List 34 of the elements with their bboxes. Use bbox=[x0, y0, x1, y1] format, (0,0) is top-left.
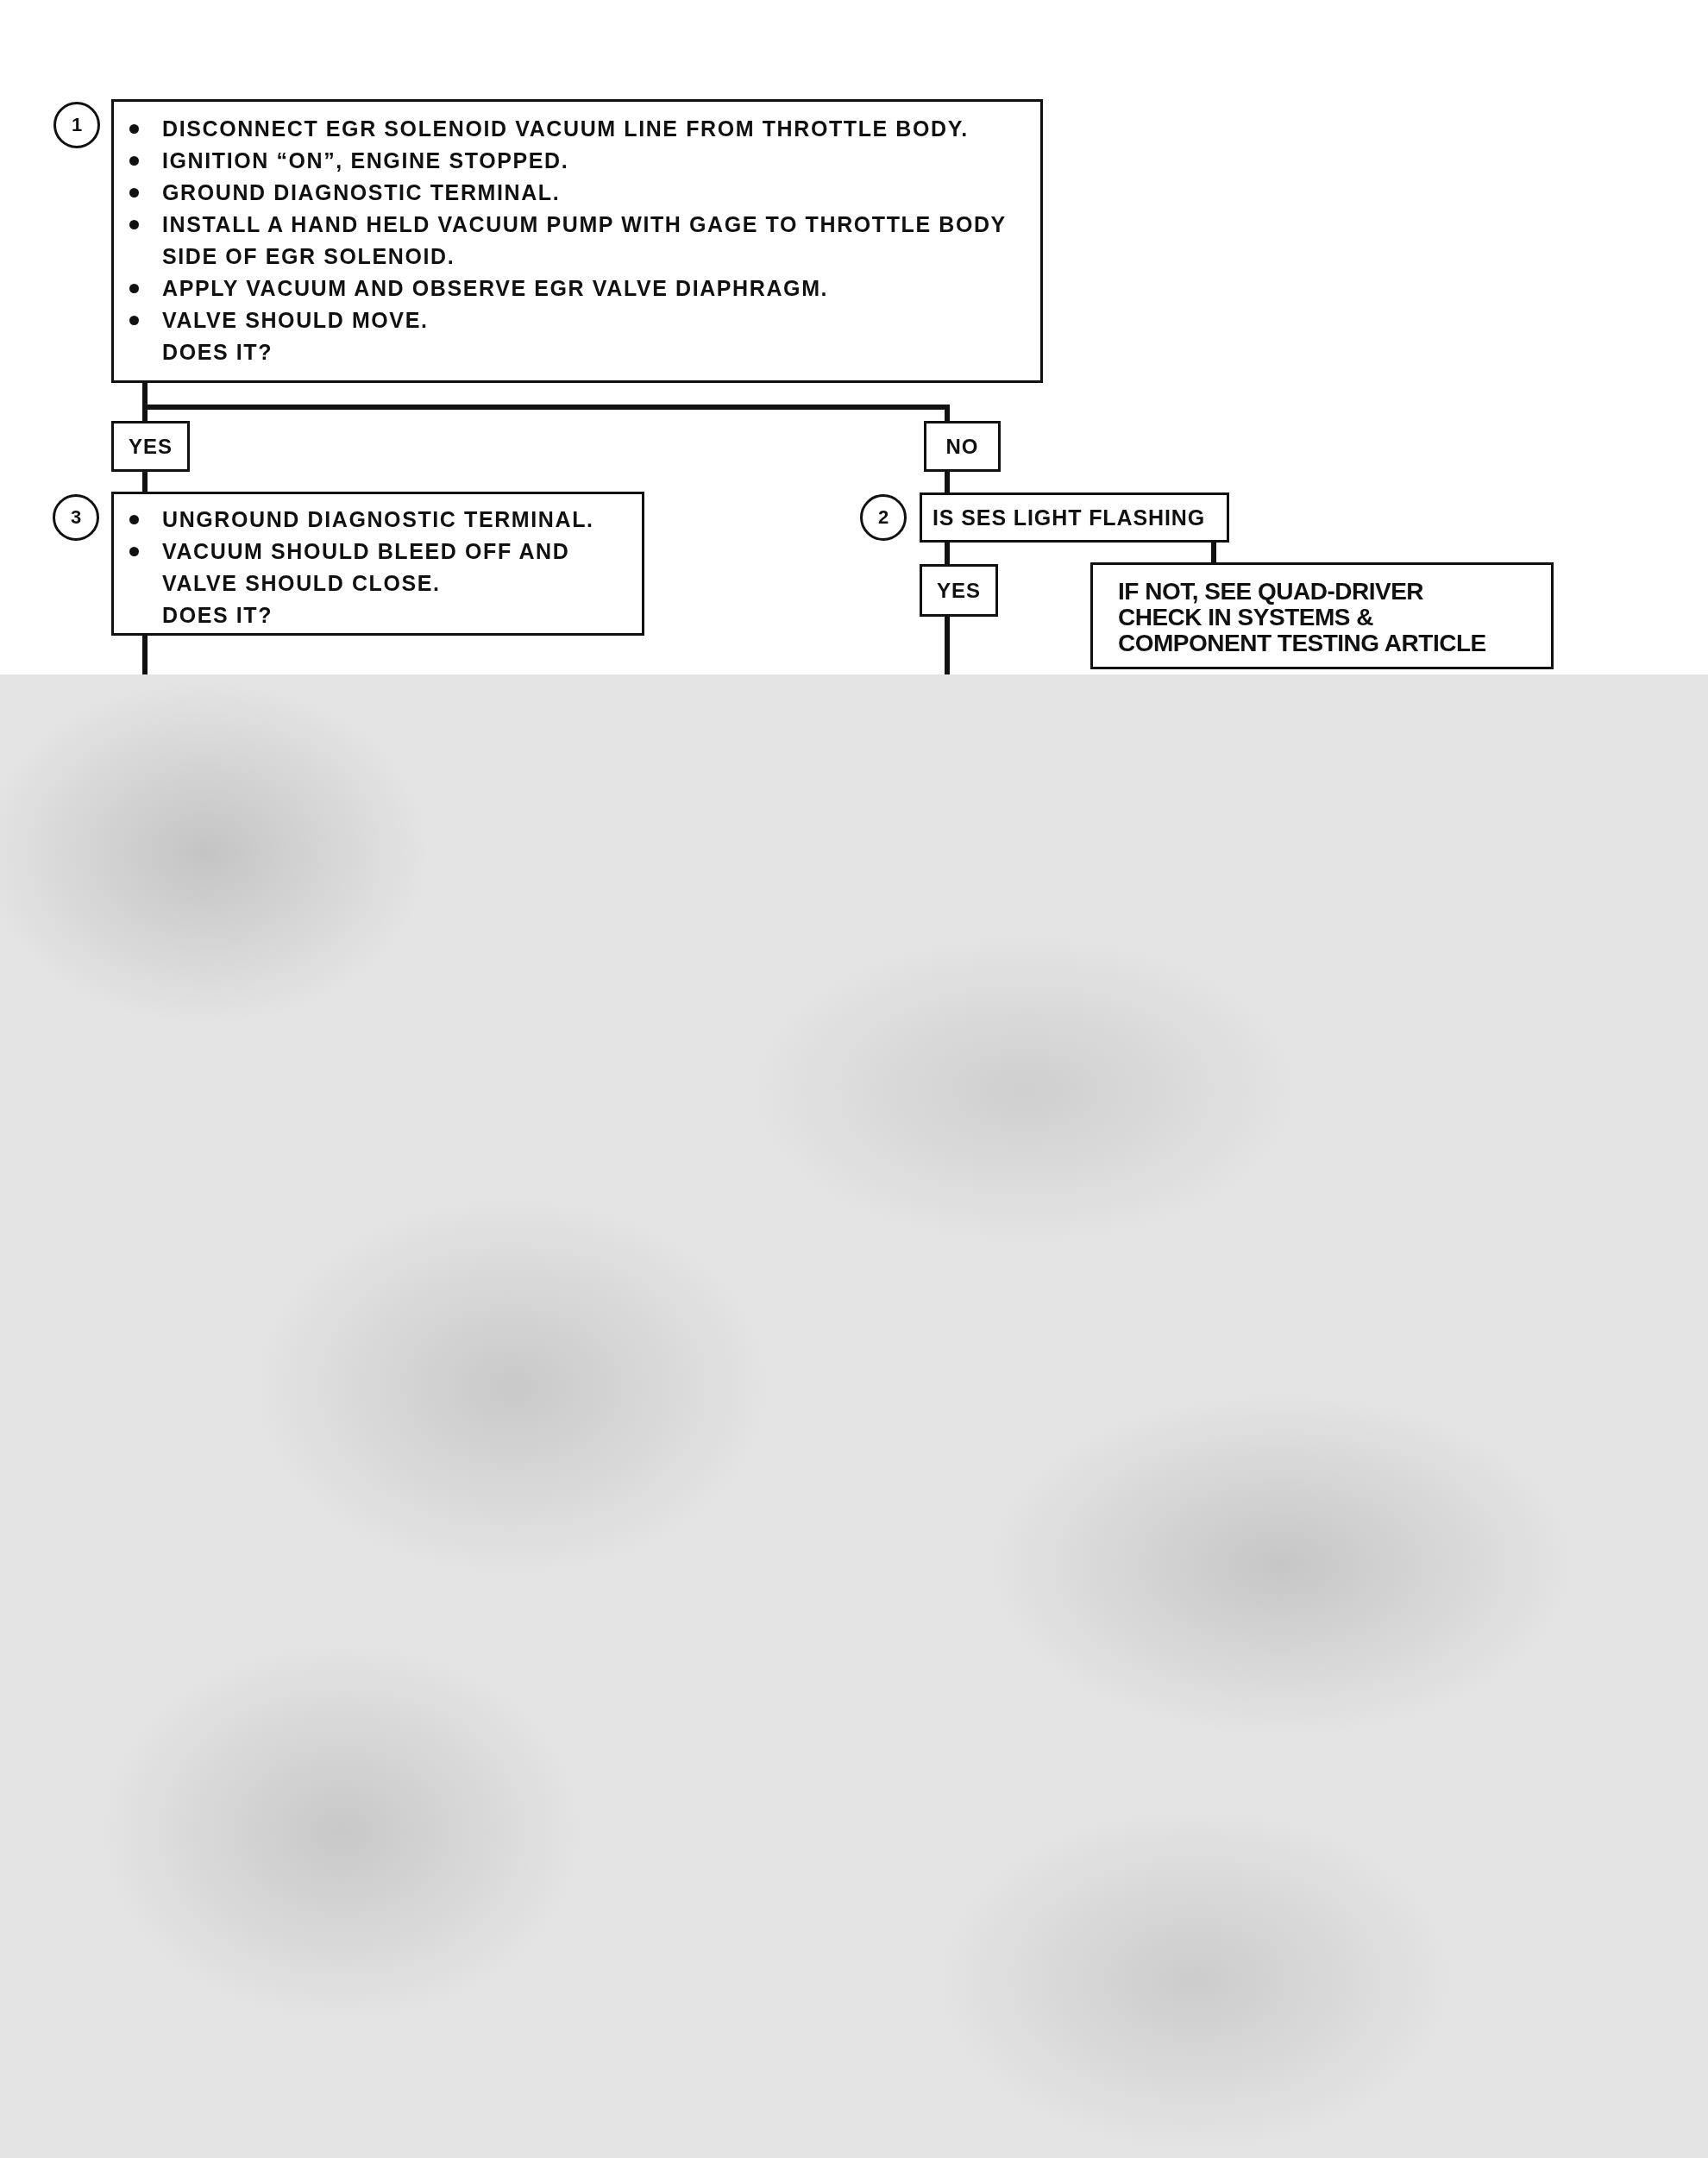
instruction-text: INSTALL A HAND HELD VACUUM PUMP WITH GAGE TO THROTTLE BODY SIDE OF EGR SOLENOID. bbox=[162, 211, 1008, 270]
number-circle bbox=[860, 494, 907, 541]
connector-line bbox=[142, 472, 148, 492]
instruction-text: VACUUM SHOULD BLEED OFF AND VALVE SHOULD CLOSE. bbox=[162, 538, 571, 597]
question-text: IS SES LIGHT FLASHING bbox=[932, 505, 1206, 530]
instruction-text: VALVE SHOULD MOVE. bbox=[162, 307, 429, 334]
instruction-text: IGNITION “ON”, ENGINE STOPPED. bbox=[162, 147, 569, 174]
branch-box bbox=[920, 564, 998, 617]
note-text: IF NOT, SEE QUAD-DRIVER CHECK IN SYSTEMS & COMPONENT TESTING ARTICLE bbox=[1118, 579, 1487, 656]
branch-label: YES bbox=[937, 578, 981, 603]
connector-line bbox=[142, 636, 148, 674]
step-box bbox=[111, 99, 1043, 383]
instruction-text: UNGROUND DIAGNOSTIC TERMINAL. bbox=[162, 506, 594, 533]
connector-line bbox=[945, 472, 950, 492]
connector-line bbox=[1211, 543, 1216, 562]
step-number: 1 bbox=[71, 115, 83, 135]
instruction-text: DOES IT? bbox=[162, 339, 273, 366]
note-box bbox=[1090, 562, 1554, 669]
connector-line bbox=[945, 543, 950, 564]
branch-label: YES bbox=[129, 434, 173, 459]
step-number: 2 bbox=[877, 507, 889, 528]
number-circle bbox=[53, 494, 99, 541]
instruction-text: GROUND DIAGNOSTIC TERMINAL. bbox=[162, 179, 561, 206]
branch-box bbox=[111, 421, 190, 472]
instruction-text: DOES IT? bbox=[162, 602, 273, 629]
step-number: 3 bbox=[70, 507, 82, 528]
number-circle bbox=[53, 102, 100, 148]
branch-label: NO bbox=[945, 434, 979, 459]
instruction-text: APPLY VACUUM AND OBSERVE EGR VALVE DIAPHRAGM. bbox=[162, 275, 829, 302]
step-box bbox=[111, 492, 644, 636]
instruction-text: DISCONNECT EGR SOLENOID VACUUM LINE FROM THROTTLE BODY. bbox=[162, 116, 969, 142]
question-box bbox=[920, 492, 1229, 543]
branch-box bbox=[924, 421, 1001, 472]
connector-line bbox=[945, 617, 950, 674]
